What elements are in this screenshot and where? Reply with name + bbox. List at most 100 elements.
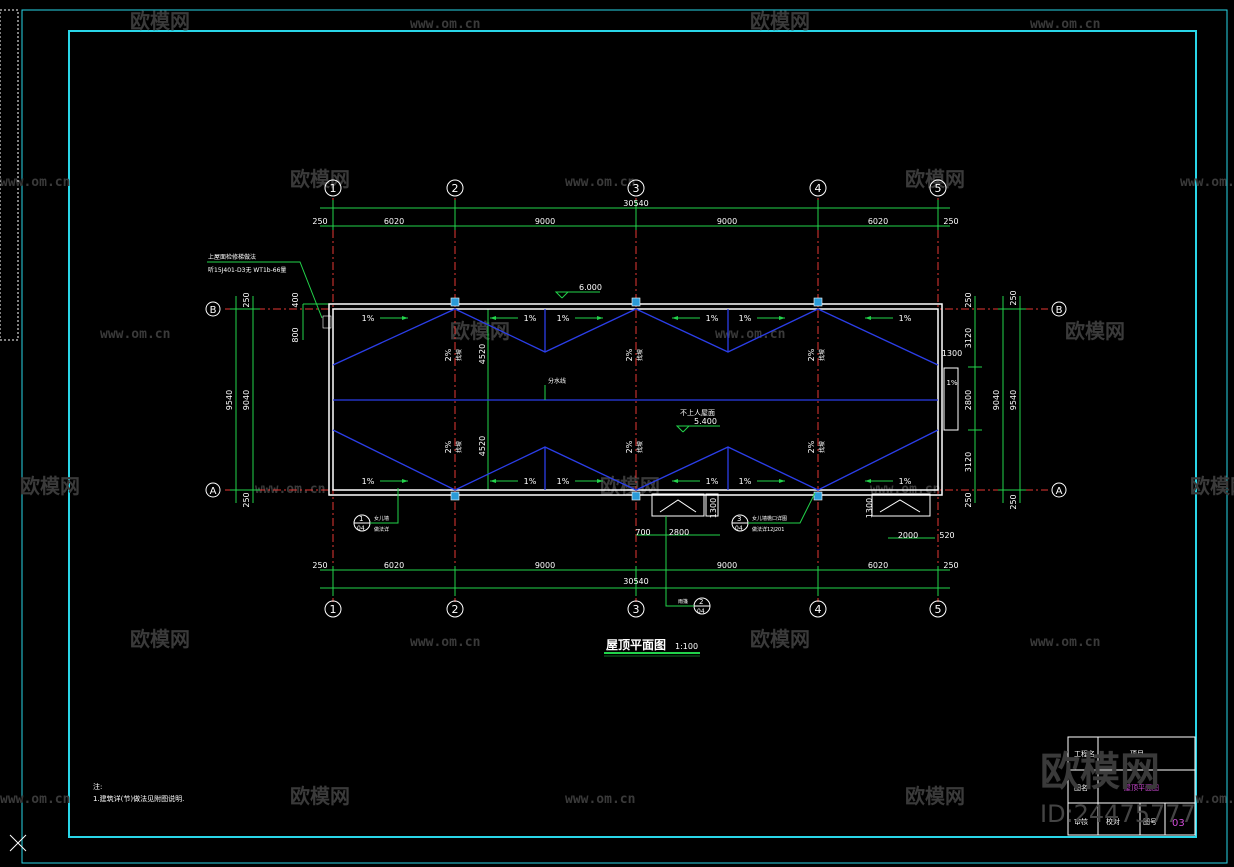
callout-c-text2: 做法详12J201 (752, 526, 784, 533)
divide-line-label-group: 分水线 (544, 377, 566, 400)
tb-label-review: 审核 (1074, 817, 1088, 826)
axis-bubble-column (809, 179, 827, 197)
title-block: 工程名 项目 图名 屋顶平面图 审核 校对 图号 03 (1067, 736, 1196, 836)
dim-opening: 700 (635, 528, 650, 537)
watermark-brand: 欧模网 (130, 9, 190, 33)
watermark-brand-large: 欧模网 (1040, 749, 1160, 795)
axis-label-column: 1 (330, 603, 337, 616)
callout-c-number: 3 (737, 515, 741, 523)
slope-label: 1% (362, 314, 375, 323)
axis-bubble-column (929, 179, 947, 197)
elevation-roof-label: 5.400 (694, 417, 717, 426)
axis-bubble-column (324, 179, 342, 197)
slope-arrowhead (779, 479, 785, 483)
axis-bubble-row (1051, 301, 1067, 317)
slope-label-side: 1% (946, 379, 957, 387)
dim-top-total: 30540 (623, 199, 648, 208)
slope-label: 1% (706, 477, 719, 486)
binding-strip (0, 9, 19, 341)
dim-left: 9040 (242, 390, 251, 410)
slope-vertical-label: 2% (625, 348, 634, 361)
dim-mid: 4520 (478, 344, 487, 364)
axis-bubble-column (446, 179, 464, 197)
dim-opening: 2000 (898, 531, 918, 540)
leader-note-ladder: 上屋面检修梯做法 听15J401-D3无 WT1b-66量 (207, 253, 323, 319)
divide-line-label: 分水线 (548, 377, 566, 385)
dim-top: 6020 (868, 217, 888, 226)
slope-arrowhead (597, 479, 603, 483)
watermark-url: www.om.cn (0, 175, 70, 190)
callout-a-number: 1 (359, 515, 363, 523)
dimension-lines (230, 200, 1026, 596)
dim-opening: 520 (939, 531, 954, 540)
tb-value-project: 项目 (1130, 750, 1144, 758)
axis-label-column: 2 (452, 603, 459, 616)
watermark-brand: 欧模网 (905, 167, 965, 191)
dim-top: 6020 (384, 217, 404, 226)
slope-arrowhead (672, 479, 678, 483)
slope-arrowhead (865, 479, 871, 483)
drawing-title-group: 屋顶平面图 1:100 (604, 638, 700, 657)
slope-arrowhead (865, 316, 871, 320)
axis-label-column: 5 (935, 182, 942, 195)
leader-note-line2: 听15J401-D3无 WT1b-66量 (208, 266, 286, 274)
dim-right: 3120 (964, 452, 973, 472)
slope-vertical-label: 2% (444, 440, 453, 453)
drawing-scale: 1:100 (675, 642, 698, 651)
slope-vertical-label: 2% (807, 440, 816, 453)
callout-a-sheet: 04 (357, 525, 365, 532)
callout-c-text: 女儿墙檐口详图 (752, 515, 787, 522)
slope-arrowhead (490, 316, 496, 320)
watermark-url: www.om.cn (715, 327, 785, 342)
dim-right-total: 9540 (1009, 390, 1018, 410)
watermark-brand: 欧模网 (750, 627, 810, 651)
axis-bubble-column (929, 600, 947, 618)
callout-b-text: 雨篷 (678, 598, 688, 605)
callout-a-text: 女儿墙 (374, 515, 389, 522)
dim-right-outer: 9040 (992, 390, 1001, 410)
axis-bubble-column (809, 600, 827, 618)
axis-label-column: 2 (452, 182, 459, 195)
axis-bubble-column (627, 600, 645, 618)
slope-label: 1% (557, 314, 570, 323)
detail-callout-a: 1 04 女儿墙 做法详 (353, 488, 399, 533)
slope-label: 1% (362, 477, 375, 486)
elevation-top-label: 6.000 (579, 283, 602, 292)
drawing-title: 屋顶平面图 (606, 638, 666, 652)
dim-left: 250 (242, 492, 251, 507)
slope-arrowhead (779, 316, 785, 320)
tb-label-drawing: 图名 (1074, 783, 1088, 792)
drawing-frame (68, 30, 1197, 838)
dim-side: 1300 (942, 349, 962, 358)
axis-bubble-row (205, 482, 221, 498)
watermark-id: 欧模网 ID:24475777 (1040, 749, 1196, 828)
watermark-brand: 欧模网 (1190, 474, 1234, 498)
watermark-url: www.om.cn (1030, 635, 1100, 650)
axis-label-row: A (1056, 486, 1063, 497)
watermark-url: www.om.cn (0, 792, 70, 807)
watermark-brand: 欧模网 (130, 627, 190, 651)
slope-label: 1% (524, 314, 537, 323)
watermark-url: www.om.cn (410, 635, 480, 650)
slope-label: 1% (739, 314, 752, 323)
dim-left-total: 9540 (225, 390, 234, 410)
slope-arrowhead (597, 316, 603, 320)
dim-left: 250 (242, 292, 251, 307)
slope-label: 1% (739, 477, 752, 486)
watermark-brand: 欧模网 (290, 784, 350, 808)
notes-title: 注: (93, 782, 102, 791)
axis-bubble-column (446, 600, 464, 618)
axis-label-column: 1 (330, 182, 337, 195)
dim-opening: 2800 (669, 528, 689, 537)
note-line: 1.建筑详(节)做法见附图说明. (93, 794, 184, 803)
slope-vertical-text: 找坡 (636, 349, 644, 361)
axis-label-column: 3 (633, 603, 640, 616)
axis-label-column: 3 (633, 182, 640, 195)
dim-left-inner: 800 (291, 327, 300, 342)
dim-mid: 4520 (478, 436, 487, 456)
watermark-layer: 欧模网欧模网欧模网欧模网欧模网欧模网欧模网欧模网欧模网欧模网欧模网欧模网欧模网w… (0, 9, 1234, 808)
watermark-url: www.om.cn (100, 327, 170, 342)
axis-label-column: 4 (815, 603, 822, 616)
